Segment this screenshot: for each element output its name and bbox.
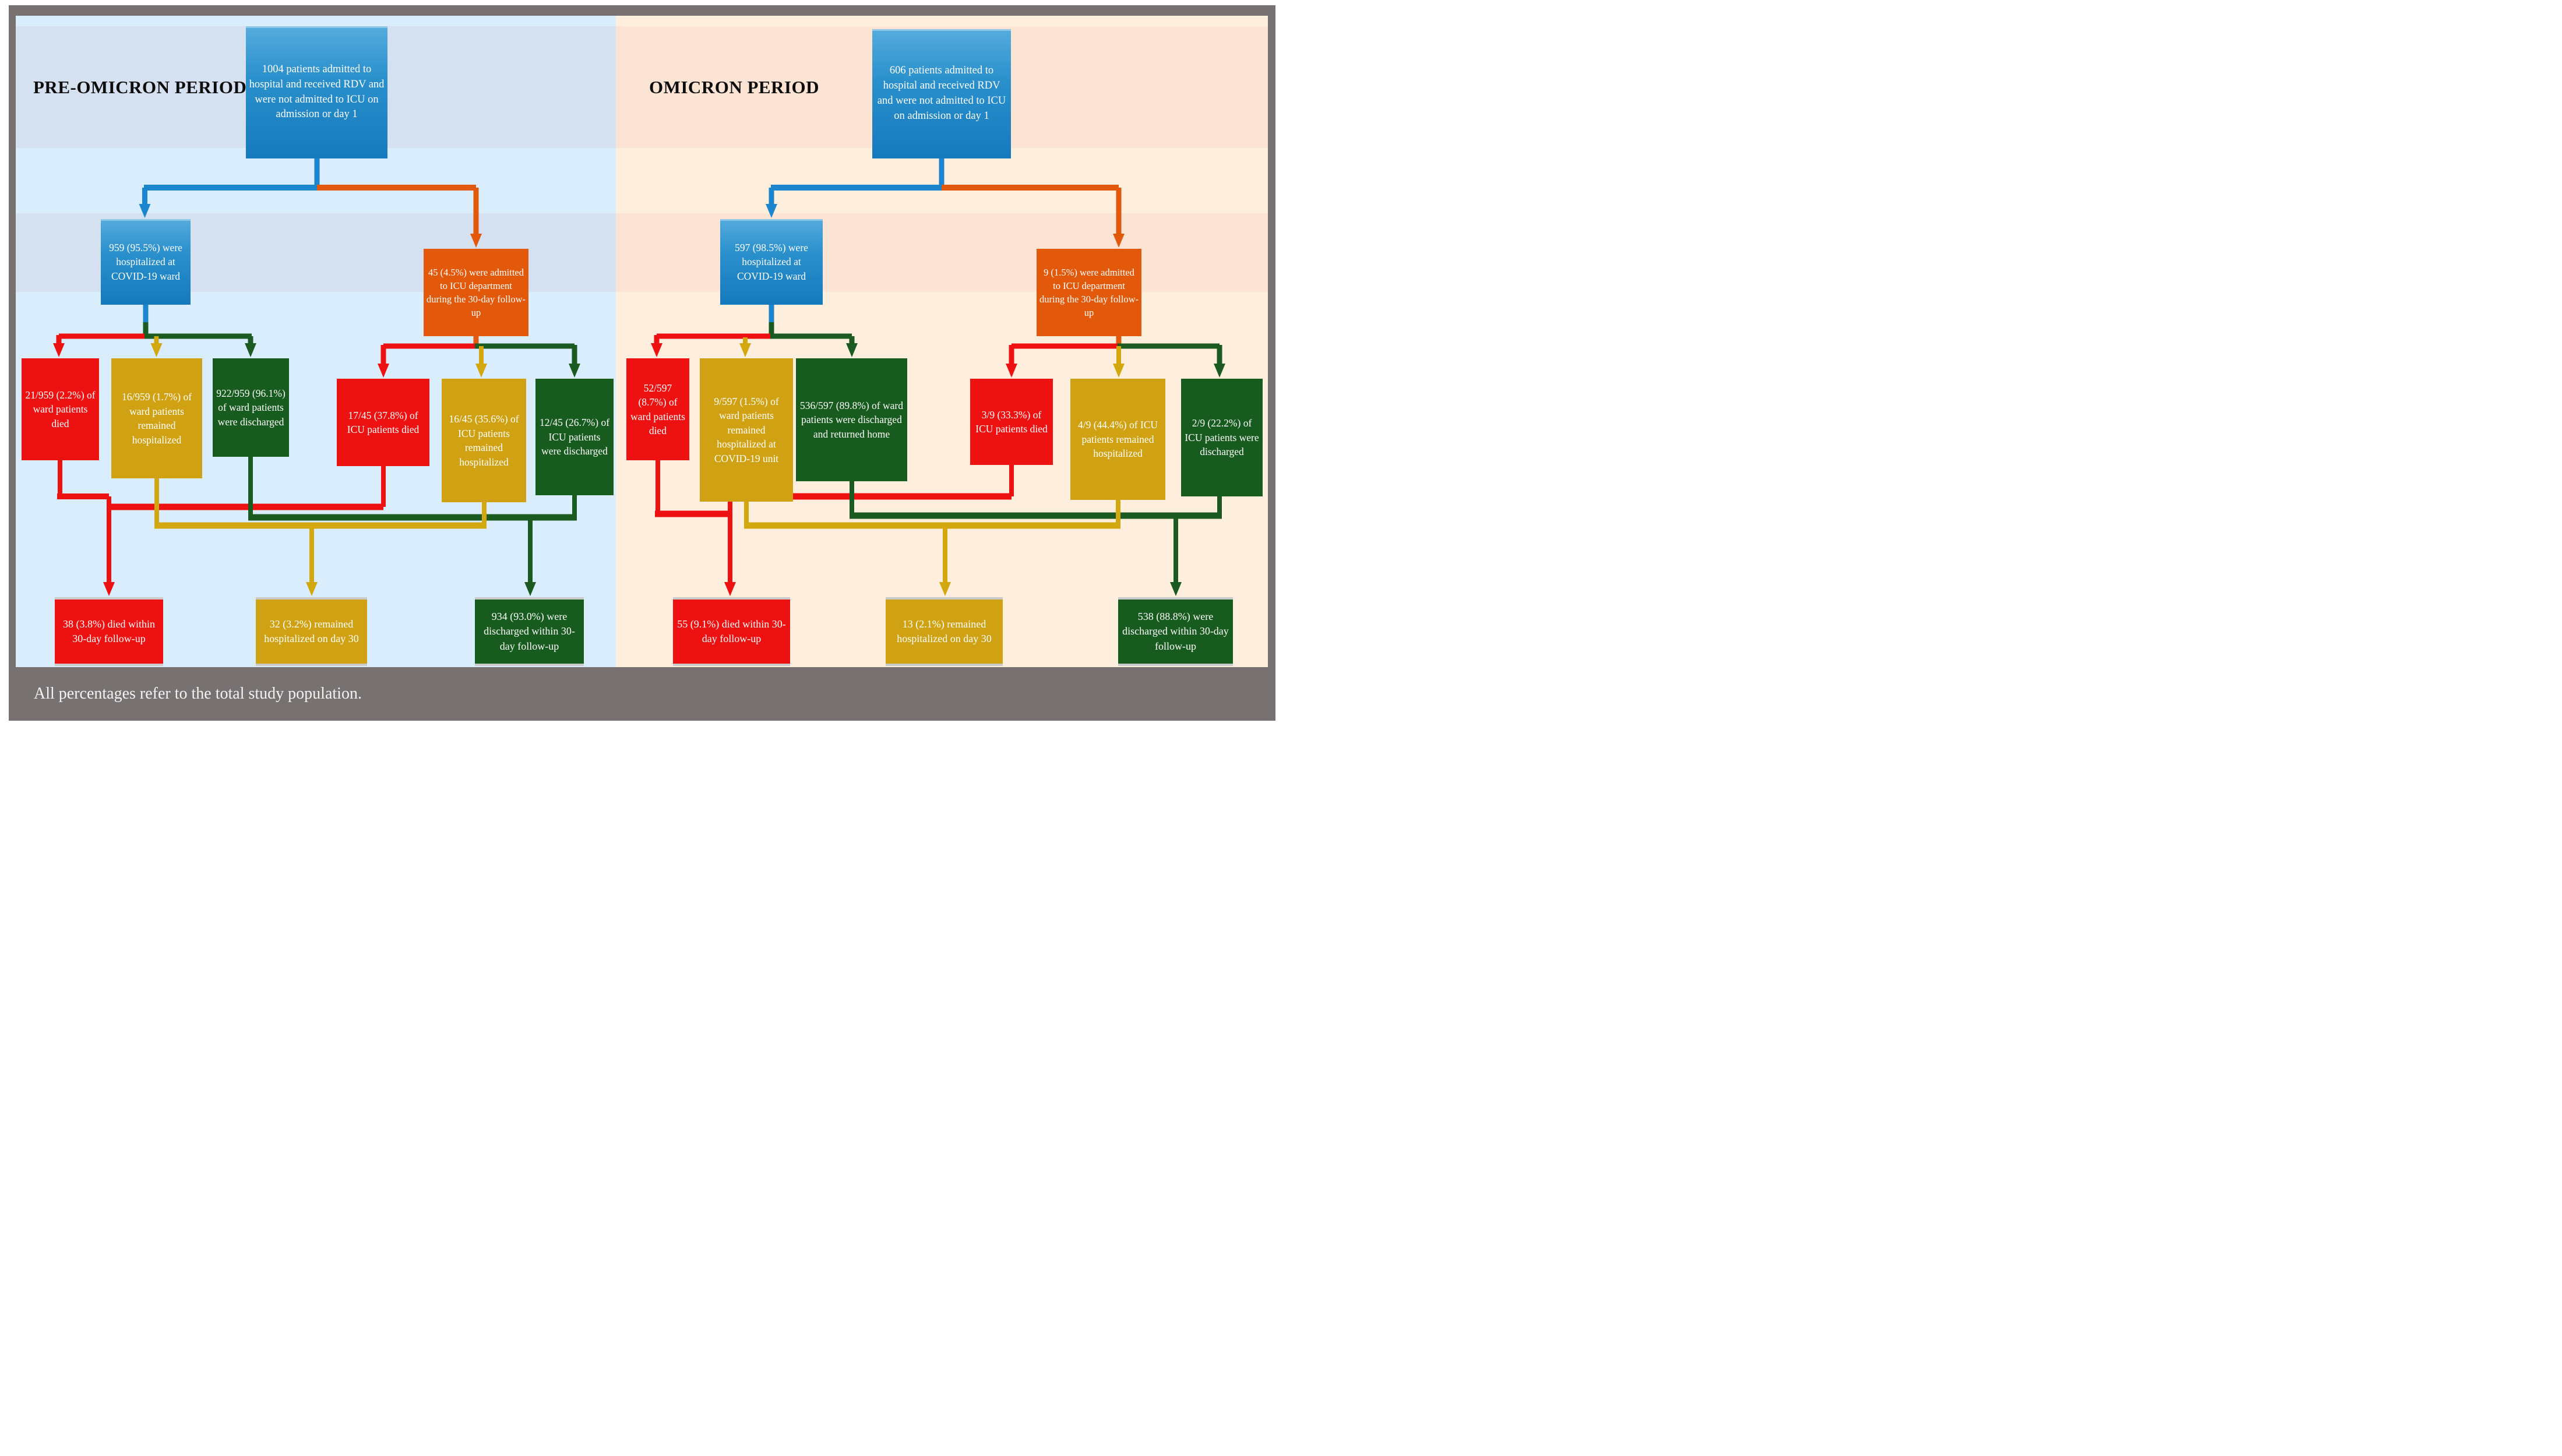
- caption-text: All percentages refer to the total study…: [34, 685, 362, 703]
- pre-summary-discharged-box: 934 (93.0%) were discharged within 30-da…: [475, 597, 584, 666]
- omicron-ward-box: 597 (98.5%) were hospitalized at COVID-1…: [720, 219, 823, 305]
- omicron-title: OMICRON PERIOD: [649, 77, 820, 97]
- pre-total-patients-box: 1004 patients admitted to hospital and r…: [246, 26, 387, 158]
- omicron-ward-died-box: 52/597 (8.7%) of ward patients died: [626, 358, 689, 460]
- pre-summary-hospitalized-box: 32 (3.2%) remained hospitalized on day 3…: [256, 597, 367, 666]
- pre-omicron-title: PRE-OMICRON PERIOD: [33, 77, 247, 97]
- pre-ward-discharged-box: 922/959 (96.1%) of ward patients were di…: [213, 358, 289, 457]
- omicron-icu-died-box: 3/9 (33.3%) of ICU patients died: [970, 379, 1053, 465]
- pre-icu-died-box: 17/45 (37.8%) of ICU patients died: [337, 379, 429, 466]
- pre-icu-discharged-box: 12/45 (26.7%) of ICU patients were disch…: [535, 379, 614, 495]
- omicron-ward-hospitalized-box: 9/597 (1.5%) of ward patients remained h…: [700, 358, 793, 502]
- pre-ward-box: 959 (95.5%) were hospitalized at COVID-1…: [101, 219, 191, 305]
- pre-summary-died-box: 38 (3.8%) died within 30-day follow-up: [55, 597, 163, 666]
- pre-ward-hospitalized-box: 16/959 (1.7%) of ward patients remained …: [111, 358, 202, 478]
- omicron-ward-discharged-box: 536/597 (89.8%) of ward patients were di…: [796, 358, 907, 481]
- omicron-icu-hospitalized-box: 4/9 (44.4%) of ICU patients remained hos…: [1070, 379, 1165, 500]
- omicron-summary-hospitalized-box: 13 (2.1%) remained hospitalized on day 3…: [886, 597, 1003, 666]
- figure-caption: All percentages refer to the total study…: [16, 667, 1268, 721]
- pre-icu-hospitalized-box: 16/45 (35.6%) of ICU patients remained h…: [442, 379, 526, 502]
- omicron-icu-discharged-box: 2/9 (22.2%) of ICU patients were dischar…: [1181, 379, 1263, 496]
- omicron-icu-box: 9 (1.5%) were admitted to ICU department…: [1037, 249, 1141, 336]
- omicron-summary-died-box: 55 (9.1%) died within 30-day follow-up: [673, 597, 790, 666]
- pre-icu-box: 45 (4.5%) were admitted to ICU departmen…: [424, 249, 528, 336]
- omicron-summary-discharged-box: 538 (88.8%) were discharged within 30-da…: [1118, 597, 1233, 666]
- figure-page: PRE-OMICRON PERIOD OMICRON PERIOD: [0, 0, 1281, 728]
- pre-ward-died-box: 21/959 (2.2%) of ward patients died: [22, 358, 99, 460]
- omicron-total-patients-box: 606 patients admitted to hospital and re…: [872, 29, 1011, 158]
